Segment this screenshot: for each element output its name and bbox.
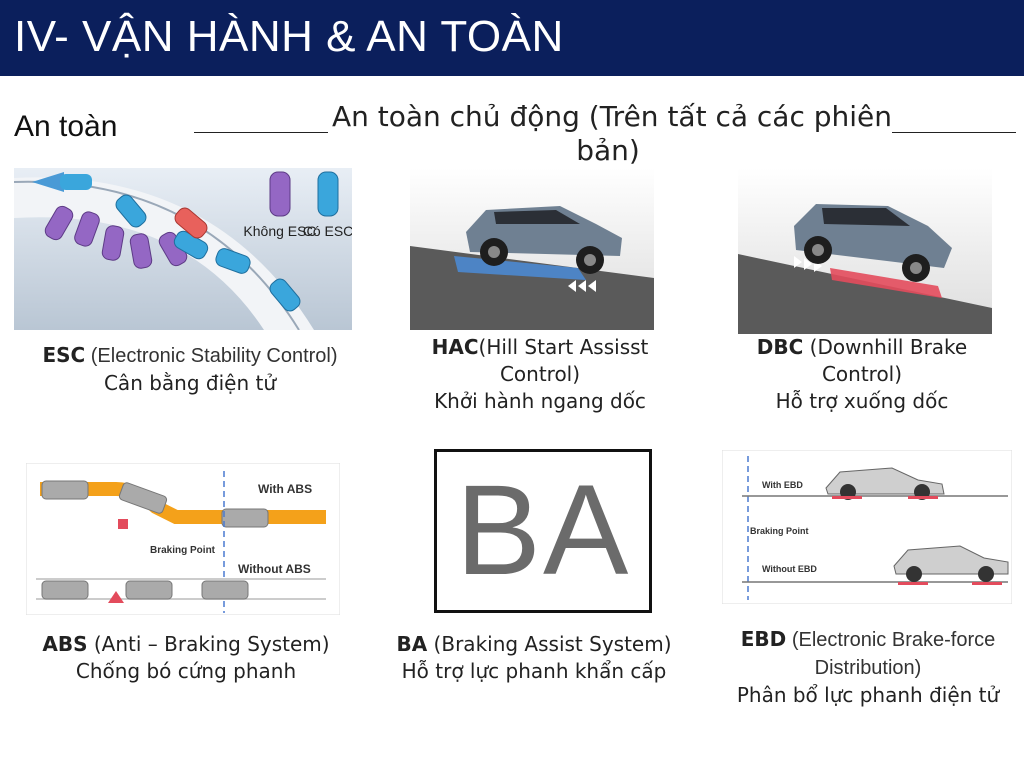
hac-illustration [410, 168, 654, 330]
hac-image [410, 168, 654, 330]
esc-image: Không ESC Có ESC [14, 168, 352, 330]
esc-caption: ESC (Electronic Stability Control) Cân b… [40, 342, 340, 397]
section-label: An toàn [14, 110, 118, 143]
ebd-illustration: With EBD Braking Point Without EBD [722, 450, 1012, 604]
ba-abbr: BA [396, 632, 428, 656]
ebd-abbr: EBD [740, 627, 787, 651]
abs-illustration: With ABS Braking Point Without ABS [26, 463, 340, 615]
esc-vn-name: Cân bằng điện tử [103, 371, 277, 395]
dbc-illustration [738, 168, 992, 334]
ebd-caption: EBD (Electronic Brake-force Distribution… [712, 626, 1024, 709]
subtitle: An toàn chủ động (Trên tất cả các phiên … [300, 100, 920, 168]
dbc-abbr: DBC [756, 335, 804, 359]
abs-abbr: ABS [42, 632, 88, 656]
ba-image-text: BA [455, 459, 631, 602]
abs-with-label: With ABS [258, 482, 312, 496]
ebd-image: With EBD Braking Point Without EBD [722, 450, 1012, 604]
dbc-image [738, 168, 992, 334]
esc-abbr: ESC [42, 343, 86, 367]
abs-vn-name: Chống bó cứng phanh [75, 659, 297, 683]
hac-caption: HAC(Hill Start Assisst Control) Khởi hàn… [404, 334, 676, 415]
abs-without-label: Without ABS [238, 562, 311, 576]
esc-en-name: (Electronic Stability Control) [85, 345, 338, 367]
hac-en-name: (Hill Start Assisst Control) [478, 335, 649, 386]
abs-en-name: (Anti – Braking System) [87, 632, 330, 656]
dbc-en-name: (Downhill Brake Control) [803, 335, 968, 386]
esc-without-label: Không ESC [243, 223, 316, 239]
ba-vn-name: Hỗ trợ lực phanh khẩn cấp [401, 659, 667, 683]
subtitle-text: An toàn chủ động (Trên tất cả các phiên … [327, 100, 893, 167]
abs-braking-label: Braking Point [150, 545, 216, 556]
abs-caption: ABS (Anti – Braking System) Chống bó cứn… [10, 631, 362, 685]
dbc-caption: DBC (Downhill Brake Control) Hỗ trợ xuốn… [734, 334, 990, 415]
dbc-vn-name: Hỗ trợ xuống dốc [775, 389, 949, 413]
ba-image: BA [434, 449, 652, 613]
abs-image: With ABS Braking Point Without ABS [26, 463, 340, 615]
esc-with-label: Có ESC [303, 223, 352, 239]
esc-illustration: Không ESC Có ESC [14, 168, 352, 330]
hac-abbr: HAC [431, 335, 479, 359]
ebd-without-label: Without EBD [762, 564, 817, 574]
ba-caption: BA (Braking Assist System) Hỗ trợ lực ph… [370, 631, 698, 685]
header-bar: IV- VẬN HÀNH & AN TOÀN [0, 0, 1024, 76]
ba-en-name: (Braking Assist System) [427, 632, 672, 656]
slide-title: IV- VẬN HÀNH & AN TOÀN [14, 12, 564, 61]
ebd-vn-name: Phân bổ lực phanh điện tử [736, 683, 1000, 707]
hac-vn-name: Khởi hành ngang dốc [434, 389, 646, 413]
ebd-en-name: (Electronic Brake-force Distribution) [786, 629, 996, 679]
ebd-braking-label: Braking Point [750, 526, 809, 536]
ebd-with-label: With EBD [762, 480, 803, 490]
